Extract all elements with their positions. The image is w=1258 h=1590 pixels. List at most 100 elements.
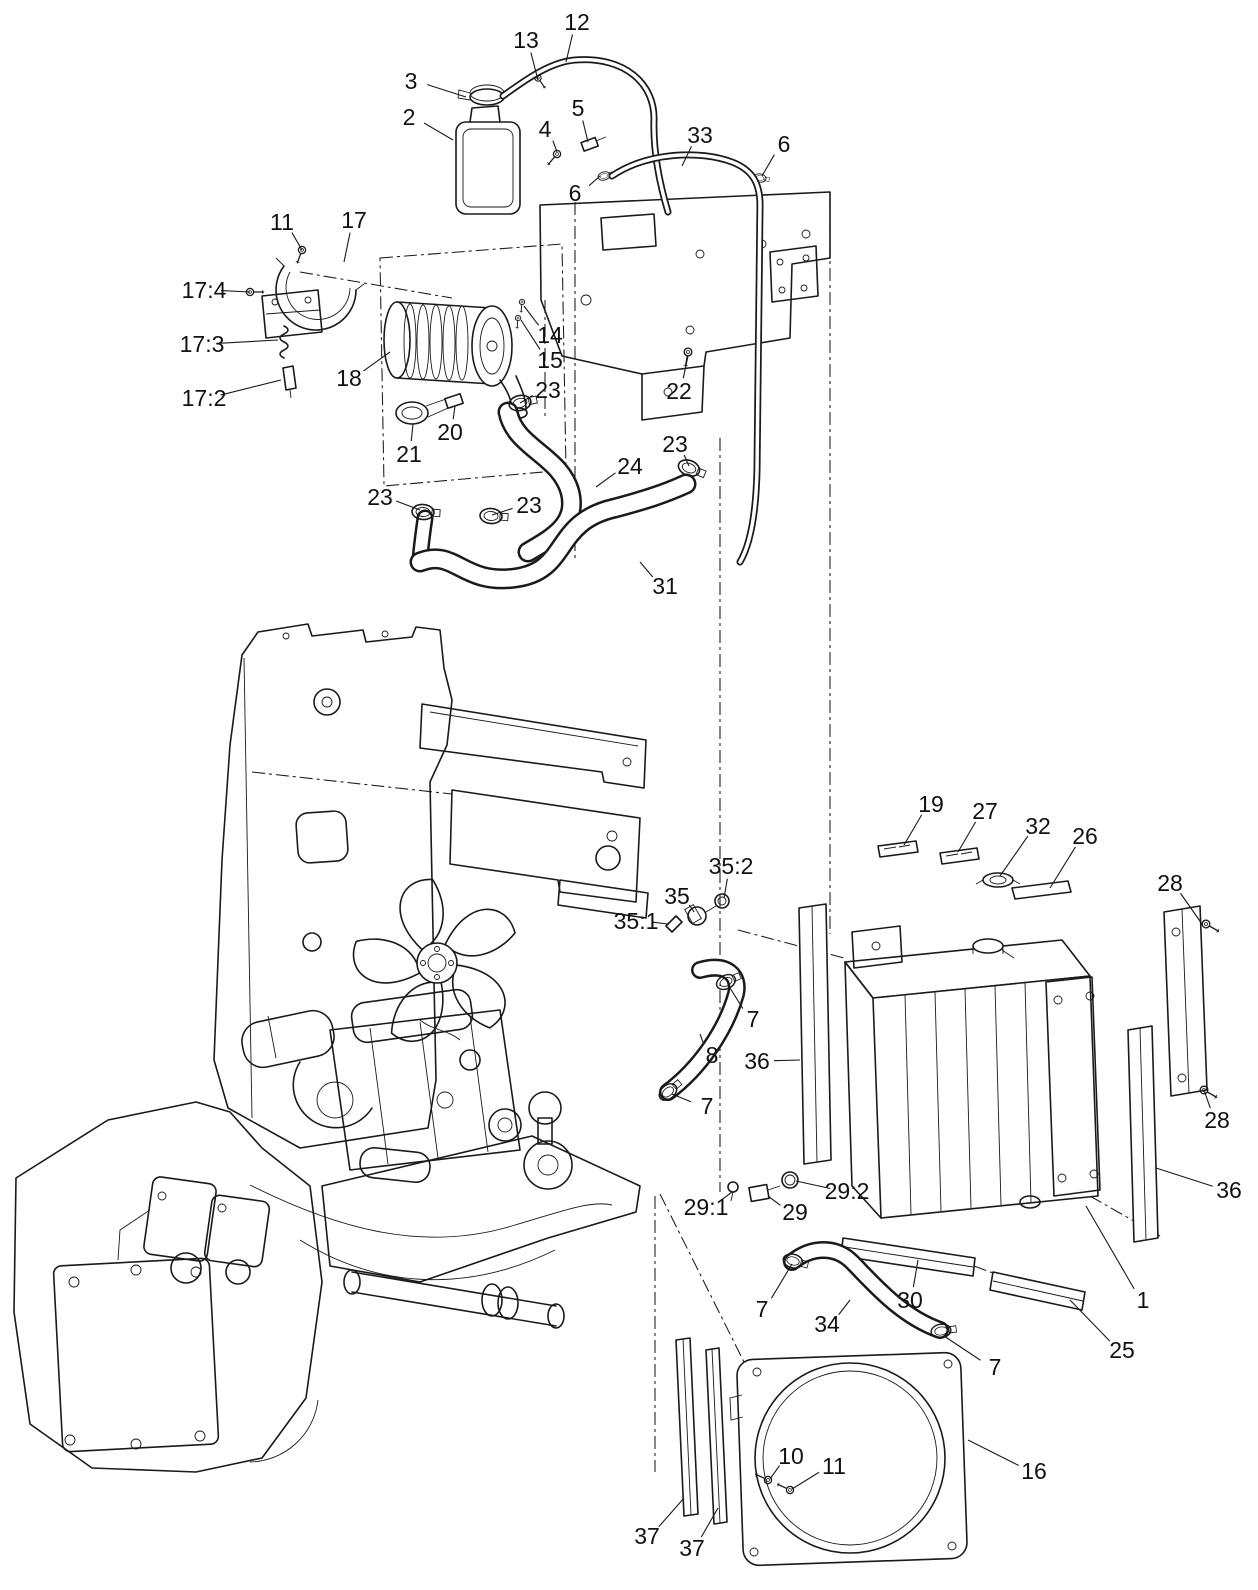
leader-line-19 — [903, 814, 923, 846]
screw-28-top — [1200, 918, 1222, 936]
screw-28-bottom — [1198, 1084, 1220, 1102]
leader-line-17:2 — [220, 379, 282, 396]
callout-17:3: 17:3 — [180, 331, 225, 357]
callout-1: 1 — [1137, 1287, 1150, 1313]
engine — [241, 988, 522, 1183]
leader-line-16 — [967, 1439, 1019, 1466]
dust-cap-21 — [395, 401, 429, 425]
leader-line-35:2 — [723, 878, 728, 899]
leader-line-37 — [700, 1507, 719, 1538]
leader-line-1 — [1085, 1205, 1135, 1290]
callout-10: 10 — [778, 1443, 804, 1469]
callout-14: 14 — [537, 322, 563, 348]
screw-11 — [293, 244, 308, 265]
leader-line-23 — [491, 507, 513, 516]
radiator-assembly — [798, 840, 1222, 1311]
foam-strip-36-left — [798, 903, 832, 1165]
fitting-5 — [580, 136, 600, 152]
leader-line-20 — [452, 405, 456, 420]
callout-20: 20 — [437, 419, 463, 445]
callout-35:1: 35:1 — [614, 908, 659, 934]
leader-line-36 — [1155, 1167, 1213, 1187]
reservoir-cap — [469, 88, 505, 106]
callout-17: 17 — [341, 207, 367, 233]
callout-21: 21 — [396, 441, 422, 467]
leader-line-11 — [291, 232, 303, 251]
leader-line-32 — [999, 836, 1029, 877]
callout-5: 5 — [572, 95, 585, 121]
leader-line-28 — [1180, 892, 1203, 925]
fitting-35 — [687, 906, 707, 926]
callout-37: 37 — [679, 1535, 705, 1561]
callout-29:1: 29:1 — [684, 1194, 729, 1220]
callout-7: 7 — [747, 1006, 760, 1032]
callout-34: 34 — [814, 1311, 840, 1337]
leader-line-7 — [671, 1093, 692, 1103]
callout-8: 8 — [706, 1042, 719, 1068]
callout-7: 7 — [756, 1296, 769, 1322]
callout-36: 36 — [744, 1048, 770, 1074]
leader-line-7 — [943, 1335, 981, 1361]
callout-36: 36 — [1216, 1177, 1242, 1203]
seal-strip-37b — [705, 1347, 728, 1525]
leader-line-22 — [682, 355, 689, 379]
callout-6: 6 — [778, 131, 791, 157]
leader-line-15 — [520, 319, 541, 350]
leader-line-23 — [683, 454, 690, 467]
strip-26 — [1011, 880, 1072, 900]
clamp-23d — [478, 506, 510, 526]
leader-line-17 — [343, 232, 351, 263]
bolt-22 — [681, 346, 694, 368]
callout-4: 4 — [539, 116, 552, 142]
callout-11: 11 — [270, 209, 294, 235]
bracket-28 — [1163, 905, 1208, 1097]
leader-line-34 — [838, 1299, 851, 1315]
pin-17-2 — [282, 365, 297, 391]
upper-mount-panel — [539, 191, 831, 421]
leader-line-17:4 — [220, 290, 251, 293]
leader-line-17:3 — [218, 339, 279, 344]
callout-32: 32 — [1025, 813, 1051, 839]
callout-3: 3 — [405, 68, 418, 94]
leader-line-7 — [729, 987, 744, 1009]
intake-hoses — [409, 391, 709, 590]
leader-line-25 — [1069, 1299, 1111, 1342]
vent-hoses — [499, 56, 764, 566]
callout-17:4: 17:4 — [182, 277, 227, 303]
callout-31: 31 — [652, 573, 678, 599]
callout-28: 28 — [1157, 870, 1183, 896]
radiator-hoses — [655, 958, 958, 1340]
fan-shroud-group — [675, 1337, 968, 1567]
callout-11: 11 — [822, 1453, 846, 1479]
callout-35:2: 35:2 — [709, 853, 754, 879]
engine-fan — [352, 878, 516, 1043]
plug-35-1 — [665, 915, 683, 933]
fitting-4 — [544, 148, 563, 168]
machine-frame — [13, 623, 649, 1473]
callout-13: 13 — [513, 27, 539, 53]
leader-line-24 — [595, 472, 616, 488]
leader-line-23 — [395, 500, 421, 511]
leader-line-6 — [761, 154, 775, 177]
leader-line-35:1 — [652, 921, 669, 925]
frame-hole — [313, 688, 341, 716]
leader-line-7 — [770, 1263, 793, 1299]
leader-line-12 — [565, 34, 574, 63]
band-17 — [275, 265, 357, 331]
callout-18: 18 — [336, 365, 362, 391]
leader-line-5 — [582, 120, 589, 143]
screw-15 — [513, 314, 522, 329]
air-cleaner — [245, 244, 528, 425]
callout-29:2: 29:2 — [825, 1178, 870, 1204]
reservoir-body — [455, 121, 521, 215]
callout-33: 33 — [687, 122, 713, 148]
drain-valve-29 — [748, 1183, 770, 1203]
air-cleaner-body — [471, 305, 513, 387]
callout-19: 19 — [918, 791, 944, 817]
leader-line-36 — [773, 1059, 801, 1062]
callout-28: 28 — [1204, 1107, 1230, 1133]
leader-line-30 — [912, 1259, 919, 1288]
